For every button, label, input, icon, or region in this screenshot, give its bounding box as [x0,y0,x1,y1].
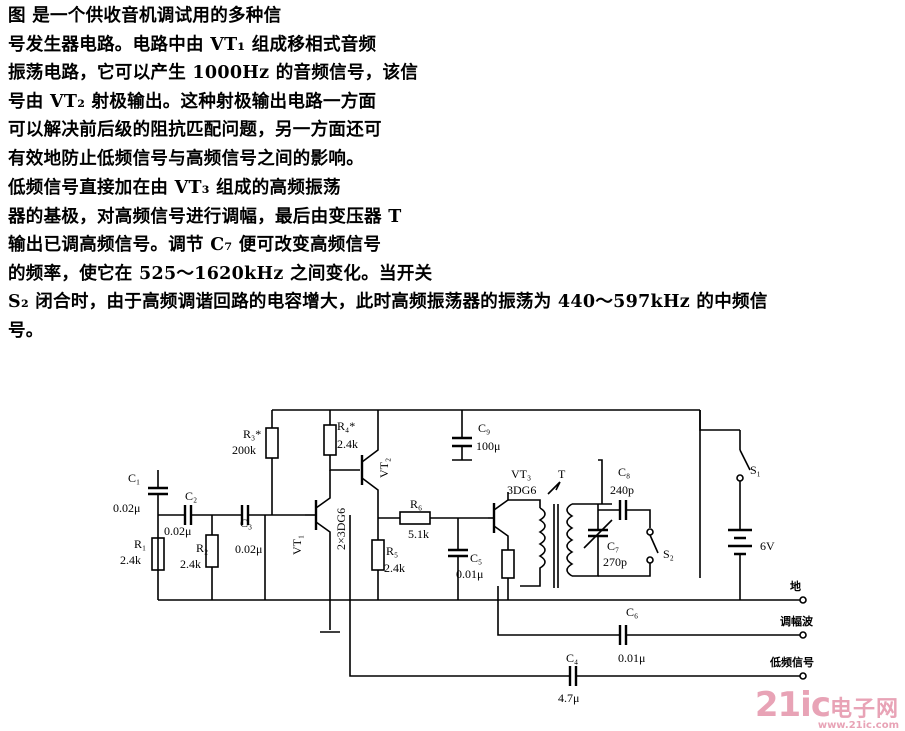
label-r1-value: 2.4k [120,553,141,567]
wire-tank-top [572,459,612,505]
label-r2: R₂ [196,541,208,555]
label-c4-value: 4.7μ [558,691,579,705]
label-c2-value: 0.02μ [164,524,191,538]
label-r2-value: 2.4k [180,557,201,571]
switch-s1 [736,430,751,530]
label-r4-value: 2.4k [337,437,358,451]
terminal-ground [799,596,807,604]
switch-s2 [598,528,659,577]
label-vt3: VT₃ [511,467,531,481]
label-c2: C₂ [185,489,197,503]
label-r3: R₃* [243,427,261,441]
capacitor-c2 [183,505,242,525]
label-s1: S₁ [750,463,761,477]
label-output-lf: 低频信号 [769,655,814,669]
label-vt1: VT₁ [290,535,304,555]
transformer-t [508,481,574,588]
label-output-am: 调幅波 [780,614,814,628]
capacitor-c3 [240,505,305,525]
label-c1-value: 0.02μ [113,501,140,515]
label-c5-value: 0.01μ [456,567,483,581]
wire-am-out [497,586,620,636]
transistor-vt1 [305,470,340,633]
watermark-cn: 电子网 [829,697,899,722]
label-c5: C₅ [470,551,482,565]
label-output-ground: 地 [790,579,801,593]
label-vt2: VT₂ [377,458,391,478]
watermark-logo-text: 21ic [754,685,831,725]
label-c6-value: 0.01μ [618,651,645,665]
label-c4: C₄ [566,651,578,665]
wire-lf-out [349,515,570,677]
capacitor-c8 [598,500,651,528]
capacitor-c5 [448,518,468,600]
wire-c1-c2 [158,514,185,516]
label-c7: C₇ [607,539,619,553]
label-c3: C₃ [240,516,252,530]
label-c9: C₉ [478,421,490,435]
label-t: T [558,467,566,481]
label-vt3-type: 3DG6 [507,483,536,497]
capacitor-c6 [618,625,800,645]
label-r5-value: 2.4k [384,561,405,575]
resistor-r1 [151,537,165,571]
paragraph-1: 图 是一个供收音机调试用的多种信 号发生器电路。电路中由 VT₁ 组成移相式音频… [8,6,419,169]
watermark-logo: 21ic电子网 www.21ic.com [754,685,899,731]
wire-s1-top [699,410,740,431]
label-c6: C₆ [626,605,638,619]
battery-6v [728,528,752,600]
label-r6: R₆ [410,497,422,511]
terminal-lf [799,672,807,680]
label-battery: 6V [760,539,775,553]
capacitor-c4 [568,666,800,686]
label-r5: R₅ [386,544,398,558]
label-r1: R₁ [134,537,146,551]
label-s2: S₂ [663,547,674,561]
label-c8: C₈ [618,465,630,479]
terminal-am [799,631,807,639]
label-c1: C₁ [128,471,140,485]
label-vt-type: 2×3DG6 [334,508,348,550]
label-c9-value: 100μ [476,439,500,453]
paragraph-2: 低频信号直接加在由 VT₃ 组成的高频振荡 器的基极，对高频信号进行调幅，最后由… [8,178,768,341]
label-r3-value: 200k [232,443,256,457]
resistor-r4 [323,424,337,456]
label-r4: R₄* [337,419,355,433]
capacitor-c1 [148,470,168,600]
resistor-r6 [399,511,431,525]
resistor-vt3-emitter [501,549,515,579]
label-c8-value: 240p [610,483,634,497]
circuit-schematic: C₁ 0.02μ R₁ 2.4k C₂ 0.02μ R₂ 2.4k C₃ 0.0… [113,409,814,705]
label-c7-value: 270p [603,555,627,569]
label-c3-value: 0.02μ [235,542,262,556]
transistor-vt2 [360,410,379,515]
label-r6-value: 5.1k [408,527,429,541]
capacitor-c9 [452,410,472,461]
resistor-r5 [371,539,385,571]
watermark-url: www.21ic.com [817,720,899,731]
transistor-vt3 [488,492,509,550]
resistor-r3 [265,427,279,459]
